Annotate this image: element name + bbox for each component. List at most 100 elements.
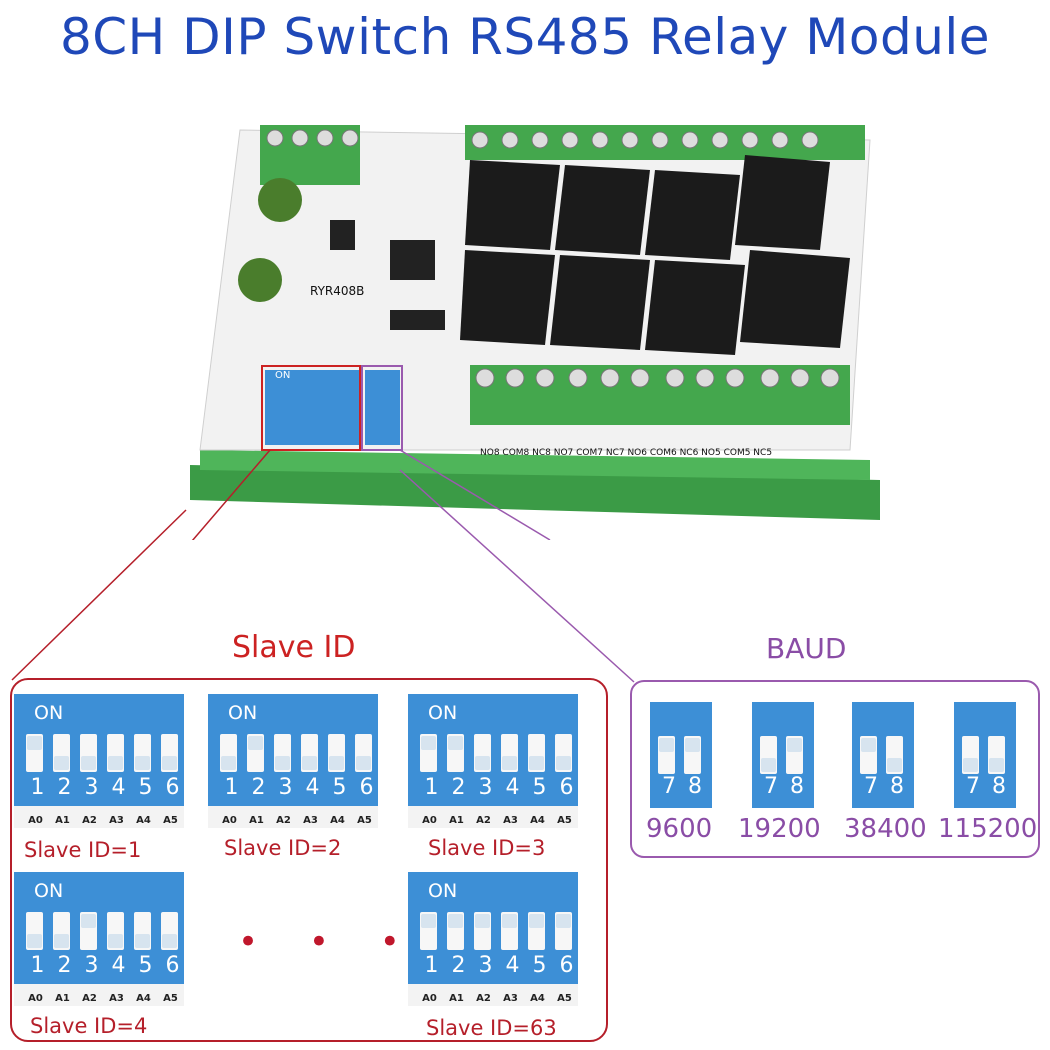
dip-slot [474, 912, 491, 950]
addr-label: A3 [503, 815, 518, 826]
dip-knob [887, 758, 902, 772]
dip-slot [684, 736, 701, 774]
dip-slot [328, 734, 345, 772]
addr-label: A1 [55, 815, 70, 826]
board-model-label: RYR408B [310, 284, 364, 298]
dip-number: 2 [57, 953, 72, 978]
dip-slot [26, 912, 43, 950]
dip-number: 2 [251, 775, 266, 800]
dip-slot [658, 736, 675, 774]
dip-slot [274, 734, 291, 772]
dip-slot [53, 734, 70, 772]
addr-label: A2 [276, 815, 291, 826]
ellipsis-dots: • • • [238, 922, 420, 962]
dip-on-label: ON [34, 880, 64, 902]
baud-rate-value: 9600 [646, 814, 713, 844]
dip-number: 5 [532, 775, 547, 800]
dip-number: 3 [278, 775, 293, 800]
addr-label: A4 [136, 993, 151, 1004]
dip-number: 7 [764, 774, 778, 799]
dip-slot [107, 734, 124, 772]
dip-slot [53, 912, 70, 950]
dip-slot [555, 734, 572, 772]
addr-label: A5 [557, 993, 572, 1004]
addr-label: A0 [28, 815, 43, 826]
dip-number: 4 [505, 775, 520, 800]
dip-number: 2 [451, 953, 466, 978]
dip-on-label: ON [428, 880, 458, 902]
dip-number: 4 [111, 775, 126, 800]
dip-slot [161, 912, 178, 950]
dip-knob [302, 756, 317, 770]
dip-knob [27, 934, 42, 948]
addr-label: A0 [422, 993, 437, 1004]
dip-slot [247, 734, 264, 772]
dip-slot [962, 736, 979, 774]
relay-board-image: RYR408B ON NO8 COM8 NC8 NO7 COM7 NC7 NO6… [190, 125, 880, 540]
addr-label: A4 [136, 815, 151, 826]
addr-label: A0 [222, 815, 237, 826]
baud-rate-value: 38400 [844, 814, 927, 844]
addr-label: A3 [109, 993, 124, 1004]
dip-slot [420, 912, 437, 950]
dip-slot [447, 912, 464, 950]
dip-knob [135, 934, 150, 948]
dip-number: 7 [662, 774, 676, 799]
dip-slot [220, 734, 237, 772]
dip-slot [886, 736, 903, 774]
dip-number: 1 [424, 775, 439, 800]
dip-number: 4 [505, 953, 520, 978]
dip-slot [355, 734, 372, 772]
dip-number: 3 [84, 775, 99, 800]
dip-knob [162, 934, 177, 948]
dip-number: 1 [30, 775, 45, 800]
dip-number: 6 [165, 953, 180, 978]
slave-id-caption: Slave ID=1 [24, 838, 142, 862]
dip-slot [474, 734, 491, 772]
slave-id-caption: Slave ID=2 [224, 836, 342, 860]
dip-number: 8 [992, 774, 1006, 799]
dip-number: 7 [864, 774, 878, 799]
addr-label: A2 [476, 815, 491, 826]
addr-label: A0 [422, 815, 437, 826]
dip-knob [556, 914, 571, 928]
dip-number: 5 [138, 953, 153, 978]
dip-knob [81, 756, 96, 770]
slave-id-caption: Slave ID=63 [426, 1016, 557, 1040]
addr-label: A3 [109, 815, 124, 826]
addr-label: A2 [82, 815, 97, 826]
dip-number: 6 [559, 953, 574, 978]
dip-slot [501, 734, 518, 772]
dip-knob [502, 756, 517, 770]
dip-number: 3 [84, 953, 99, 978]
dip-knob [685, 738, 700, 752]
dip-knob [529, 914, 544, 928]
dip-slot [134, 734, 151, 772]
dip-slot [760, 736, 777, 774]
dip-slot [447, 734, 464, 772]
dip-knob [502, 914, 517, 928]
dip-number: 6 [165, 775, 180, 800]
addr-label: A5 [357, 815, 372, 826]
addr-label: A2 [82, 993, 97, 1004]
addr-label: A1 [449, 815, 464, 826]
svg-text:NO8 COM8 NC8 NO7 COM7 NC7 NO6: NO8 COM8 NC8 NO7 COM7 NC7 NO6 COM6 NC6 N… [480, 448, 772, 458]
dip-slot [161, 734, 178, 772]
addr-label: A3 [303, 815, 318, 826]
dip-number: 3 [478, 953, 493, 978]
addr-label: A0 [28, 993, 43, 1004]
addr-label: A1 [249, 815, 264, 826]
dip-knob [556, 756, 571, 770]
dip-knob [248, 736, 263, 750]
dip-number: 6 [559, 775, 574, 800]
dip-slot [860, 736, 877, 774]
dip-knob [27, 736, 42, 750]
